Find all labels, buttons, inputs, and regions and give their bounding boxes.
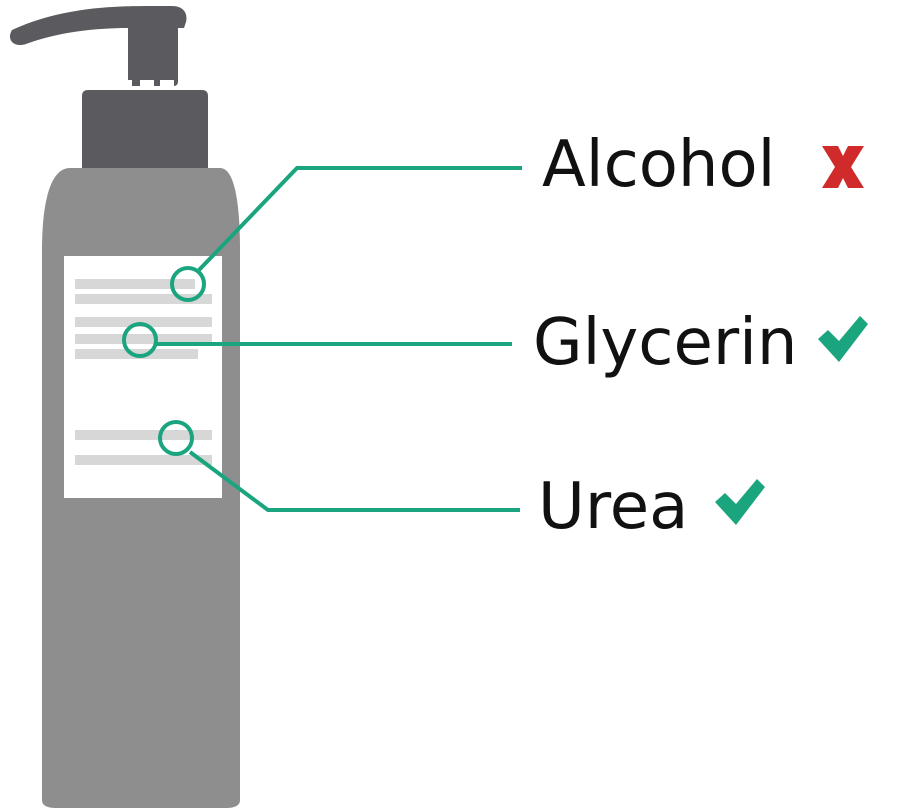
connector-urea-ring (158, 420, 194, 456)
connector-alcohol (197, 166, 522, 272)
x-mark-icon (822, 146, 864, 188)
pump-stem-grip-1 (118, 80, 132, 86)
check-mark-icon (818, 316, 868, 362)
pump-stem (128, 16, 178, 86)
pump-stem-grip-2 (140, 80, 154, 86)
connector-urea (188, 450, 520, 512)
check-mark-icon (715, 479, 765, 525)
pump-cap (82, 90, 208, 168)
ingredient-label-urea: Urea (538, 470, 688, 544)
connectors (122, 166, 522, 512)
pump-stem-grip-3 (160, 80, 174, 86)
connector-alcohol-ring (170, 266, 206, 302)
connector-glycerin-ring (122, 322, 158, 358)
pump-spout (9, 6, 187, 46)
ingredient-label-glycerin: Glycerin (533, 306, 797, 380)
ingredient-label-alcohol: Alcohol (542, 128, 775, 202)
